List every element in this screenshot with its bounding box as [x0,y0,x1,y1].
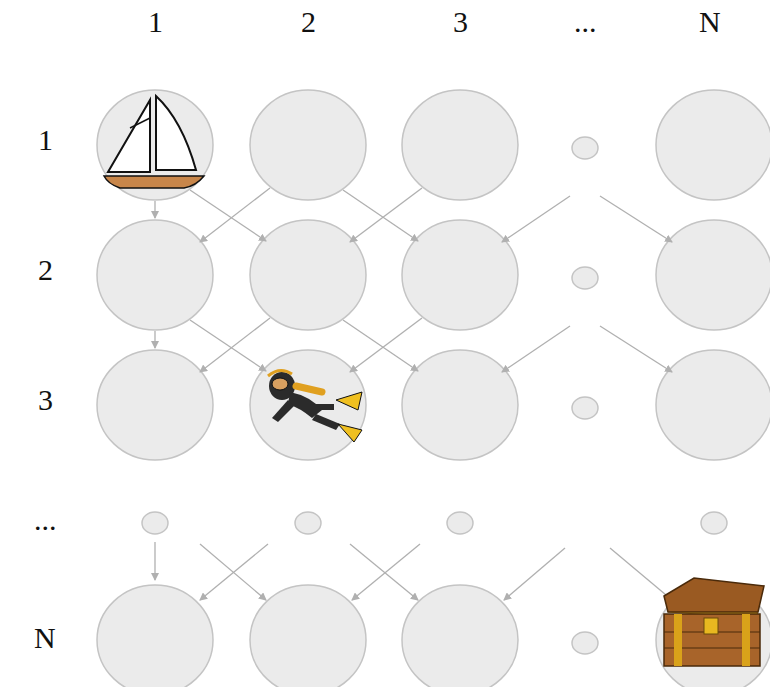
row-number: 2 [38,255,53,285]
column-number: ... [574,7,597,37]
column-number: 3 [453,7,468,37]
column-number: N [699,7,721,37]
row-number: N [34,623,56,653]
treasure-chest-icon [664,578,764,666]
boat-icon [104,96,204,188]
column-number: 1 [148,7,163,37]
diver-icon [268,370,362,442]
row-number: 1 [38,125,53,155]
row-number: ... [34,505,57,535]
column-number: 2 [301,7,316,37]
grid-circles [97,90,770,687]
row-number: 3 [38,385,53,415]
grid-arrows [155,188,672,600]
